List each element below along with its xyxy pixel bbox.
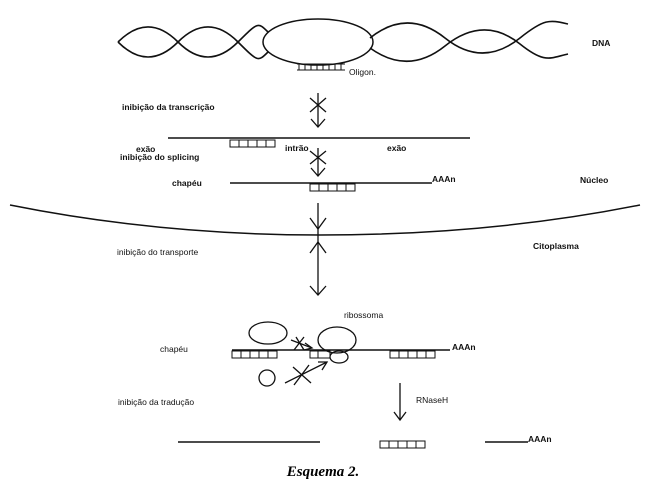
ribosome-large-subunit-free [248, 321, 288, 345]
ribosome-large-subunit-bound [317, 326, 357, 354]
polya-bottom-label: AAAn [528, 434, 552, 444]
oligo-on-pre-mrna [229, 139, 276, 148]
figure-caption: Esquema 2. [286, 464, 360, 480]
cap-cytoplasm-label: chapéu [160, 344, 188, 354]
intron-label: intrão [285, 143, 309, 153]
inhib-splicing-label: inibição do splicing [120, 152, 199, 162]
ribosome-label: ribossoma [344, 310, 383, 320]
polya-cytoplasm-label: AAAn [452, 342, 476, 352]
oligo-on-mrna-nucleus [309, 183, 356, 192]
polya-nucleus-label: AAAn [432, 174, 456, 184]
inhib-transport-label: inibição do transporte [117, 247, 199, 257]
exon-left-label: exão [136, 144, 155, 154]
released-oligo [379, 440, 426, 449]
oligos-on-mrna-cytoplasm [231, 350, 436, 359]
blocked-arrow-splicing [309, 148, 327, 177]
nuclear-membrane [9, 204, 641, 236]
blocked-arrow-transcription [309, 93, 327, 128]
rnaseh-label: RNaseH [416, 395, 448, 405]
rnaseh-arrow [393, 383, 407, 422]
blocked-arrow-ribosome-upper [290, 336, 314, 351]
cytoplasm-label: Citoplasma [533, 241, 579, 251]
oligonucleotide-on-dna [297, 63, 345, 71]
ribosome-small-subunit-free [258, 369, 276, 387]
oligon-label: Oligon. [349, 67, 376, 77]
dna-label: DNA [592, 38, 610, 48]
inhib-transcription-label: inibição da transcrição [122, 102, 215, 112]
nucleus-label: Núcleo [580, 175, 608, 185]
dna-double-helix [117, 20, 569, 63]
exon-right-label: exão [387, 143, 406, 153]
transcription-bubble [262, 18, 374, 66]
blocked-arrow-ribosome-lower [284, 361, 329, 386]
transport-double-arrow [309, 203, 327, 296]
inhib-translation-label: inibição da tradução [118, 397, 194, 407]
cap-nucleus-label: chapéu [172, 178, 202, 188]
